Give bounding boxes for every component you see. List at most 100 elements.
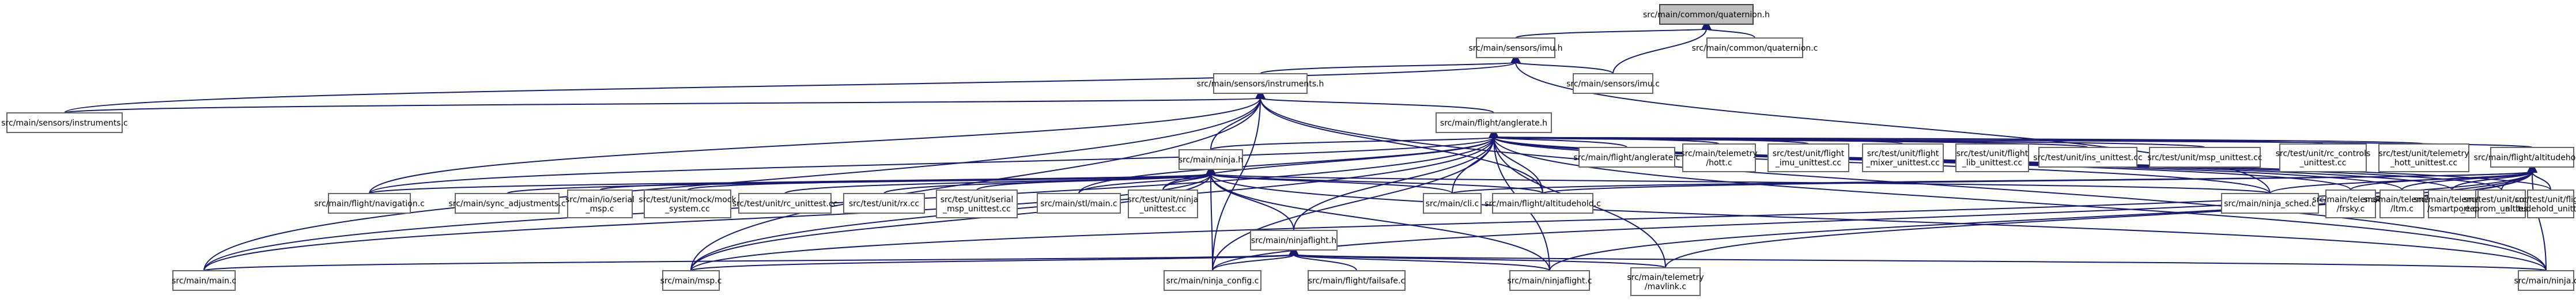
node-box xyxy=(1682,143,1756,172)
node-frsky-c[interactable]: src/main/telemetry/frsky.c xyxy=(2312,189,2389,218)
node-navigation-c[interactable]: src/main/flight/navigation.c xyxy=(314,193,425,214)
edge-ninja-h-to-serial-msp-unittest xyxy=(976,164,1216,191)
node-hott-c[interactable]: src/main/telemetry/hott.c xyxy=(1680,143,1758,172)
node-label: src/test/unit/ninja xyxy=(1128,195,1199,204)
node-box xyxy=(1573,73,1653,94)
node-msp-c[interactable]: src/main/msp.c xyxy=(660,270,722,291)
node-box xyxy=(1955,143,2029,172)
node-box xyxy=(172,270,236,291)
edge-ninja-h-to-ninjaflight-c xyxy=(1206,164,1550,271)
node-instruments-c[interactable]: src/main/sensors/instruments.c xyxy=(1,112,128,133)
node-mixer-unittest[interactable]: src/test/unit/flight_mixer_unittest.cc xyxy=(1862,143,1944,172)
node-label: src/test/unit/flight xyxy=(1956,149,2029,158)
edge-instruments-h-to-instruments-c xyxy=(64,89,1266,113)
edge-anglerate-h-to-ninja-h xyxy=(1210,127,1499,150)
node-main-c[interactable]: src/main/main.c xyxy=(172,270,236,291)
edge-anglerate-h-to-navigation-c xyxy=(369,127,1499,194)
node-label: src/main/sensors/imu.c xyxy=(1566,79,1660,89)
node-config-eeprom-unittest[interactable]: src/test/unit/config_eeprom_unittest.cc xyxy=(2460,189,2543,218)
node-box xyxy=(2221,193,2319,214)
node-box xyxy=(936,189,1018,218)
node-rx-cc[interactable]: src/test/unit/rx.cc xyxy=(843,193,925,214)
node-box xyxy=(1423,193,1482,214)
edge-instruments-h-to-navigation-c xyxy=(369,88,1266,194)
node-io-serial-msp-c[interactable]: src/main/io/serial_msp.c xyxy=(565,189,634,218)
node-label: src/test/unit/rx.cc xyxy=(849,199,919,209)
node-altitudehold-h[interactable]: src/main/flight/altitudehold.h xyxy=(2474,147,2576,168)
node-failsafe-c[interactable]: src/main/flight/failsafe.c xyxy=(1308,270,1406,291)
node-sync-adjustments-c[interactable]: src/main/sync_adjustments.c xyxy=(448,193,566,214)
node-box xyxy=(2527,189,2574,218)
node-label: src/main/io/serial xyxy=(565,195,634,204)
node-altitudehold-c[interactable]: src/main/flight/altitudehold.c xyxy=(1485,193,1601,214)
node-label: src/main/sensors/instruments.h xyxy=(1197,79,1324,89)
node-imu-c[interactable]: src/main/sensors/imu.c xyxy=(1566,73,1660,94)
node-label: src/main/flight/altitudehold.c xyxy=(1485,199,1601,209)
node-ninja-unittest[interactable]: src/test/unit/ninja_unittest.cc xyxy=(1128,189,1199,218)
node-msp-unittest[interactable]: src/test/unit/msp_unittest.cc xyxy=(2147,147,2263,168)
node-label: src/main/main.c xyxy=(172,276,236,286)
node-label: _unittest.cc xyxy=(2299,158,2347,168)
node-label: _msp_unittest.cc xyxy=(942,204,1011,214)
edge-ninja-h-to-mock-system-cc xyxy=(687,164,1216,191)
node-altitudehold-unittest[interactable]: src/test/unit/flight_altitudehold_unitte… xyxy=(2501,189,2576,218)
node-ninja-h[interactable]: src/main/ninja.h xyxy=(1179,149,1243,170)
node-ninja-config-c[interactable]: src/main/ninja_config.c xyxy=(1164,270,1261,291)
edge-anglerate-h-to-ninjaflight-h xyxy=(1293,127,1499,231)
node-box xyxy=(1578,147,1675,168)
node-ltm-c[interactable]: src/main/telemetry/ltm.c xyxy=(2363,189,2441,218)
node-anglerate-c[interactable]: src/main/flight/anglerate.c xyxy=(1574,147,1680,168)
node-imu-unittest[interactable]: src/test/unit/flight_imu_unittest.cc xyxy=(1767,143,1849,172)
node-label: _lib_unittest.cc xyxy=(1962,158,2023,168)
node-box xyxy=(2279,143,2367,172)
node-box xyxy=(2477,189,2526,218)
node-label: src/test/unit/msp_unittest.cc xyxy=(2147,153,2262,162)
node-box xyxy=(2379,189,2424,218)
node-ins-unittest[interactable]: src/test/unit/ins_unittest.cc xyxy=(2033,147,2143,168)
node-box xyxy=(455,193,560,214)
node-rc-unittest[interactable]: src/test/unit/rc_unittest.cc xyxy=(732,193,838,214)
node-instruments-h[interactable]: src/main/sensors/instruments.h xyxy=(1197,73,1324,94)
node-ninja-sched-c[interactable]: src/main/ninja_sched.c xyxy=(2221,193,2319,214)
node-label: src/main/common/quaternion.c xyxy=(1692,44,1818,53)
edge-ninjaflight-h-to-ninja-c xyxy=(1289,245,2547,271)
node-stl-main-c[interactable]: src/main/stl/main.c xyxy=(1037,193,1121,214)
node-box xyxy=(1767,143,1849,172)
node-smartport-c[interactable]: src/main/telemetry/smartport.c xyxy=(2413,189,2491,218)
node-label: src/main/common/quaternion.h xyxy=(1643,10,1770,20)
node-layer: src/main/common/quaternion.h src/main/sen… xyxy=(1,4,2576,296)
node-quaternion-h[interactable]: src/main/common/quaternion.h xyxy=(1643,4,1770,25)
node-ninja-c[interactable]: src/main/ninja.c xyxy=(2514,270,2576,291)
node-anglerate-h[interactable]: src/main/flight/anglerate.h xyxy=(1436,112,1552,133)
edge-ninjaflight-h-to-main-c xyxy=(203,245,1299,271)
node-label: src/test/unit/mock/mock xyxy=(639,195,736,204)
edge-ninjaflight-h-to-ninjaflight-c xyxy=(1289,245,1550,271)
node-label: src/main/flight/failsafe.c xyxy=(1308,276,1405,286)
node-label: src/main/telemetry xyxy=(2413,195,2490,204)
node-label: _system.cc xyxy=(664,204,709,214)
node-ninjaflight-c[interactable]: src/main/ninjaflight.c xyxy=(1507,270,1592,291)
node-mavlink-c[interactable]: src/main/telemetry/mavlink.c xyxy=(1627,267,1704,296)
node-ninjaflight-h[interactable]: src/main/ninjaflight.h xyxy=(1250,230,1338,251)
node-rc-controls-unittest[interactable]: src/test/unit/rc_controls_unittest.cc xyxy=(2276,143,2371,172)
node-mock-system-cc[interactable]: src/test/unit/mock/mock_system.cc xyxy=(639,189,737,218)
node-box xyxy=(1250,230,1338,251)
node-cli-c[interactable]: src/main/cli.c xyxy=(1423,193,1482,214)
edge-altitudehold-h-to-cli-c xyxy=(1452,162,2537,194)
node-label: /ltm.c xyxy=(2390,204,2413,214)
node-quaternion-c[interactable]: src/main/common/quaternion.c xyxy=(1692,37,1818,58)
node-label: src/main/flight/anglerate.h xyxy=(1440,119,1547,128)
node-label: src/main/cli.c xyxy=(1426,199,1479,209)
node-imu-h[interactable]: src/main/sensors/imu.h xyxy=(1469,37,1563,58)
node-label: src/main/sensors/imu.h xyxy=(1469,44,1563,53)
node-label: src/test/unit/flight xyxy=(1773,149,1845,158)
edge-anglerate-h-to-altitudehold-c xyxy=(1489,127,1543,194)
node-serial-msp-unittest[interactable]: src/test/unit/serial_msp_unittest.cc xyxy=(936,189,1018,218)
node-label: /frsky.c xyxy=(2337,204,2365,214)
node-label: src/main/stl/main.c xyxy=(1040,199,1117,209)
node-telemetry-hott-unittest[interactable]: src/test/unit/telemetry_hott_unittest.cc xyxy=(2378,143,2469,172)
node-box xyxy=(1630,267,1701,296)
node-box xyxy=(738,193,832,214)
node-lib-unittest[interactable]: src/test/unit/flight_lib_unittest.cc xyxy=(1955,143,2029,172)
